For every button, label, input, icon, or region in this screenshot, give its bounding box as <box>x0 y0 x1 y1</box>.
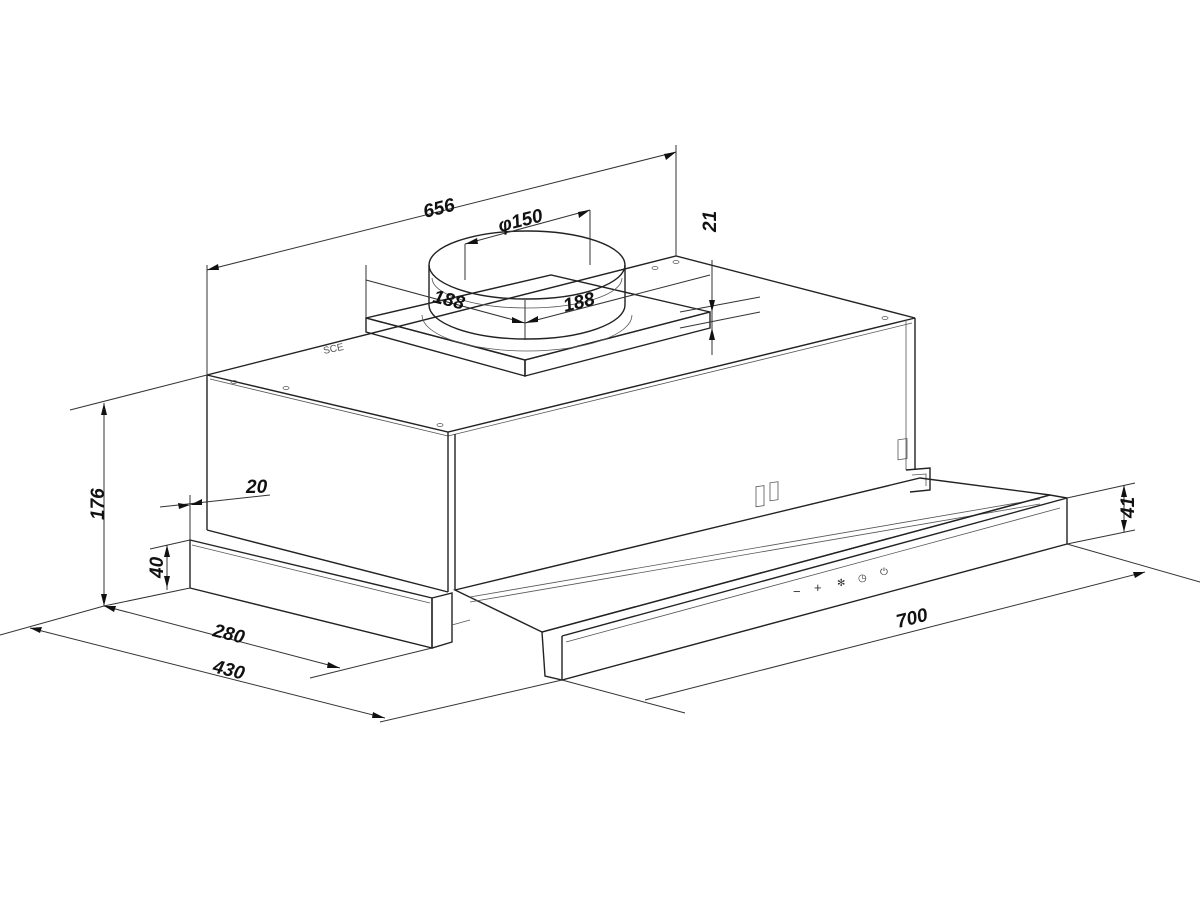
dim-lower-frame-height: 40 <box>147 556 168 579</box>
label-mark: SCE <box>322 342 345 357</box>
dim-inner-depth: 280 <box>210 620 247 648</box>
minus-icon[interactable]: − <box>793 584 801 599</box>
dim-total-width: 656 <box>421 195 457 223</box>
dim-setback: 20 <box>245 477 268 498</box>
light-button[interactable] <box>755 485 765 508</box>
power-icon[interactable]: ⏻ <box>880 567 888 578</box>
dim-collar-height: 21 <box>700 211 721 233</box>
arrowheads <box>30 152 1145 718</box>
telescopic-drawer <box>452 477 1068 681</box>
fan-icon[interactable]: ✻ <box>837 578 845 589</box>
light-button-2[interactable] <box>769 481 779 502</box>
plus-icon[interactable]: + <box>814 580 822 595</box>
hood-body: SCE <box>189 255 931 649</box>
dimension-labels: 656 φ150 188 188 21 176 20 40 280 430 70… <box>88 195 1139 685</box>
dim-duct-diameter: φ150 <box>496 205 545 236</box>
timer-icon[interactable]: ◷ <box>858 573 867 584</box>
control-panel: − + ✻ ◷ ⏻ <box>755 438 908 599</box>
dim-total-depth: 430 <box>210 656 247 684</box>
display-icon <box>897 438 908 461</box>
dim-duct-offset-right: 188 <box>561 289 597 317</box>
dimension-lines <box>0 145 1200 723</box>
dim-body-height: 176 <box>88 488 109 520</box>
duct-assembly <box>365 230 711 377</box>
dim-front-panel-height: 41 <box>1118 497 1139 519</box>
